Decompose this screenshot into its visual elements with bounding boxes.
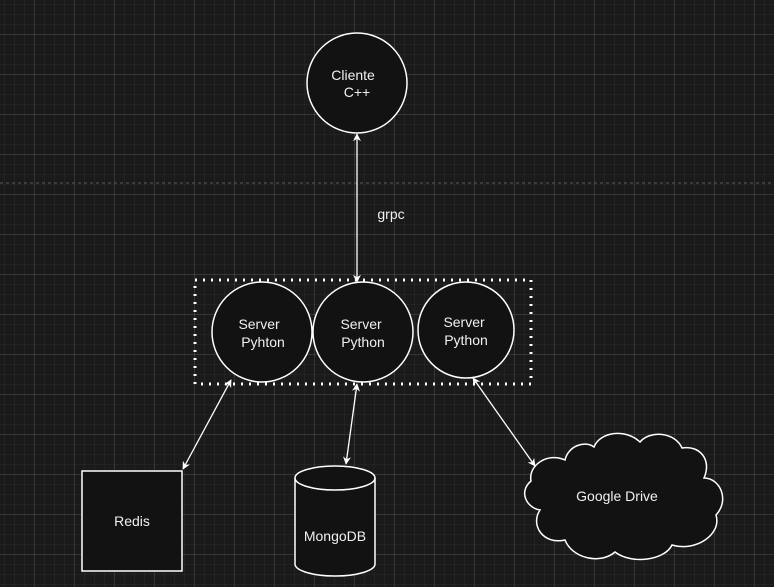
svg-text:Server Python: Server Python	[443, 314, 488, 348]
edge-server-google-drive[interactable]	[472, 377, 536, 467]
node-google-drive-label: Google Drive	[576, 488, 658, 504]
node-redis-label: Redis	[114, 513, 150, 529]
node-server-3-line1: Server	[443, 314, 485, 330]
edge-server-redis[interactable]	[182, 379, 232, 470]
node-server-2-line1: Server	[340, 316, 382, 332]
node-mongodb-label: MongoDB	[304, 528, 366, 544]
edge-server-mongodb[interactable]	[343, 383, 360, 465]
node-server-3-line2: Python	[444, 332, 488, 348]
node-redis[interactable]: Redis	[81, 470, 183, 572]
node-client[interactable]: Cliente C++	[306, 32, 408, 134]
node-server-3[interactable]: Server Python	[417, 281, 515, 379]
edge-label-grpc: grpc	[377, 206, 404, 222]
node-mongodb[interactable]: MongoDB	[294, 465, 376, 577]
node-google-drive[interactable]: Google Drive	[523, 432, 724, 561]
svg-text:Cliente C++: Cliente C++	[331, 67, 378, 100]
svg-text:Server Python: Server Python	[340, 316, 385, 350]
node-server-1-line2: Pyhton	[241, 334, 285, 350]
node-server-1-line1: Server	[238, 316, 280, 332]
node-client-line1: Cliente	[331, 67, 375, 83]
node-server-2[interactable]: Server Python	[312, 281, 414, 383]
server-group-container[interactable]	[193, 278, 533, 386]
node-client-line2: C++	[344, 84, 370, 100]
cloud-icon	[523, 432, 724, 561]
svg-text:Server Pyhton: Server Pyhton	[238, 316, 284, 350]
node-server-2-line2: Python	[341, 334, 385, 350]
node-server-1[interactable]: Server Pyhton	[211, 281, 313, 383]
